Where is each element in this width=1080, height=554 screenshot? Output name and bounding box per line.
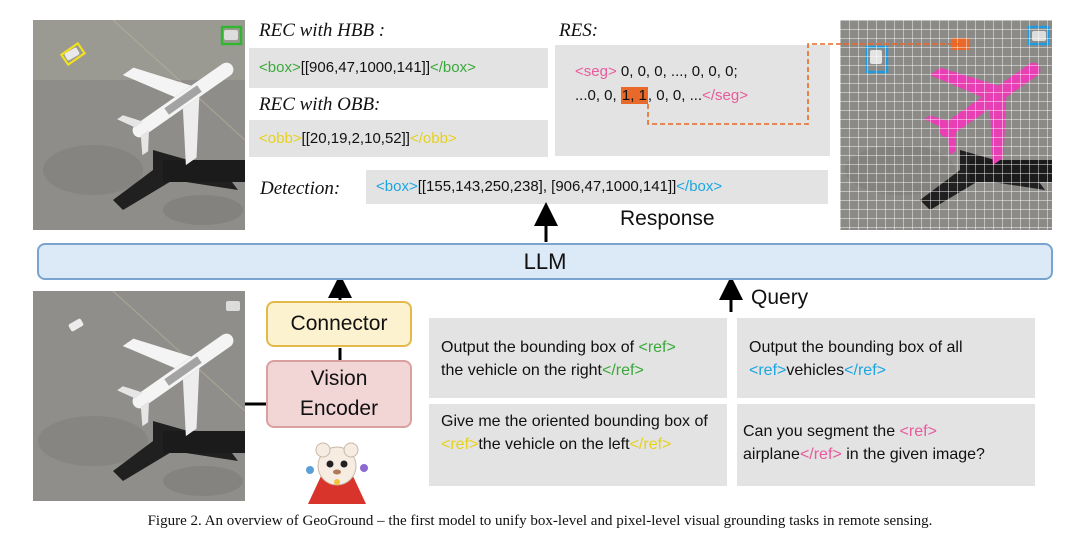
llm-block: LLM <box>37 243 1053 280</box>
hbb-value: [[906,47,1000,141]] <box>300 59 430 76</box>
det-box-2 <box>1027 25 1050 46</box>
vision-encoder-block: Vision Encoder <box>266 360 412 428</box>
res-line-2: ...0, 0, 1, 1, 0, 0, ...</seg> <box>575 87 748 104</box>
detection-label: Detection: <box>260 178 341 199</box>
obb-box-yellow <box>59 41 87 67</box>
q4-open-tag: <ref> <box>899 423 937 440</box>
q2-close-tag: </ref> <box>844 362 886 379</box>
rec-obb-panel: <obb>[[20,19,2,10,52]]</obb> <box>249 120 548 157</box>
rec-hbb-text: <box>[[906,47,1000,141]]</box> <box>259 59 476 76</box>
satellite-image-input <box>33 291 245 501</box>
grid-overlay <box>840 20 1052 230</box>
segmentation-scene-graphic <box>840 20 1052 230</box>
q1-pre: Output the bounding box of <box>441 339 639 356</box>
dashed-link-line <box>647 43 960 125</box>
det-box-1 <box>865 45 889 74</box>
q3-mid: the vehicle on the left <box>478 436 630 453</box>
highlighted-grid-cell <box>952 38 970 50</box>
query-panel-2: Output the bounding box of all <ref>vehic… <box>737 318 1035 398</box>
segmented-airplane-mask <box>924 62 1041 166</box>
query-1-text: Output the bounding box of <ref> the vehi… <box>441 336 721 382</box>
res-label: RES: <box>559 20 599 41</box>
q4-pre: Can you segment the <box>743 423 900 440</box>
seg-close-tag: </seg> <box>702 87 748 104</box>
q3-close-tag: </ref> <box>629 436 672 453</box>
q4-close-tag: </ref> <box>799 446 842 463</box>
detection-text: <box>[[155,143,250,238], [906,47,1000,14… <box>376 178 722 195</box>
det-close-tag: </box> <box>676 178 723 195</box>
query-3-text: Give me the oriented bounding box of <re… <box>441 410 721 456</box>
query-panel-1: Output the bounding box of <ref> the vehi… <box>429 318 727 398</box>
det-value: [[155,143,250,238], [906,47,1000,141]] <box>417 178 677 195</box>
res-line-1: <seg> 0, 0, 0, ..., 0, 0, 0; <box>575 63 738 80</box>
airport-scene-graphic <box>33 20 245 230</box>
rec-obb-label: REC with OBB: <box>259 94 381 115</box>
q1-open-tag: <ref> <box>638 339 676 356</box>
rec-hbb-label: REC with HBB : <box>259 20 386 41</box>
res-line1-text: 0, 0, 0, ..., 0, 0, 0; <box>616 63 738 80</box>
satellite-image-top-left <box>33 20 245 230</box>
satellite-image-top-right <box>840 20 1052 230</box>
llama-mascot-icon <box>306 442 368 504</box>
q3-pre: Give me the oriented bounding box of <box>441 413 708 430</box>
encoder-label-line1: Vision <box>310 367 368 390</box>
hbb-box-green <box>220 25 243 46</box>
query-4-text: Can you segment the <ref>airplane</ref> … <box>743 420 1033 466</box>
rec-obb-text: <obb>[[20,19,2,10,52]]</obb> <box>259 130 457 147</box>
obb-close-tag: </obb> <box>409 130 457 147</box>
q4-post: in the given image? <box>841 446 985 463</box>
response-label: Response <box>620 207 715 230</box>
input-scene-graphic <box>33 291 245 501</box>
q1-close-tag: </ref> <box>602 362 644 379</box>
q3-open-tag: <ref> <box>441 436 479 453</box>
hbb-close-tag: </box> <box>430 59 476 76</box>
q1-mid: the vehicle on the right <box>441 362 602 379</box>
res-panel: <seg> 0, 0, 0, ..., 0, 0, 0; ...0, 0, 1,… <box>555 45 830 156</box>
encoder-label-line2: Encoder <box>299 397 379 420</box>
figure-caption: Figure 2. An overview of GeoGround – the… <box>147 513 933 529</box>
query-2-text: Output the bounding box of all <ref>vehic… <box>749 336 1029 382</box>
q4-mid: airplane <box>743 446 800 463</box>
obb-value: [[20,19,2,10,52]] <box>301 130 410 147</box>
res-highlight: 1, 1 <box>620 87 648 104</box>
query-label: Query <box>751 286 809 309</box>
res-line2-pre: ...0, 0, <box>575 87 621 104</box>
res-line2-post: , 0, 0, ... <box>647 87 703 104</box>
connector-block: Connector <box>266 301 412 347</box>
q2-mid: vehicles <box>786 362 845 379</box>
det-open-tag: <box> <box>376 178 418 195</box>
detection-panel: <box>[[155,143,250,238], [906,47,1000,14… <box>366 170 828 204</box>
seg-open-tag: <seg> <box>575 63 617 80</box>
q2-pre: Output the bounding box of all <box>749 339 963 356</box>
query-panel-3: Give me the oriented bounding box of <re… <box>429 404 727 486</box>
rec-hbb-panel: <box>[[906,47,1000,141]]</box> <box>249 48 548 88</box>
hbb-open-tag: <box> <box>259 59 301 76</box>
obb-open-tag: <obb> <box>259 130 302 147</box>
query-panel-4: Can you segment the <ref>airplane</ref> … <box>737 404 1035 486</box>
q2-open-tag: <ref> <box>749 362 787 379</box>
